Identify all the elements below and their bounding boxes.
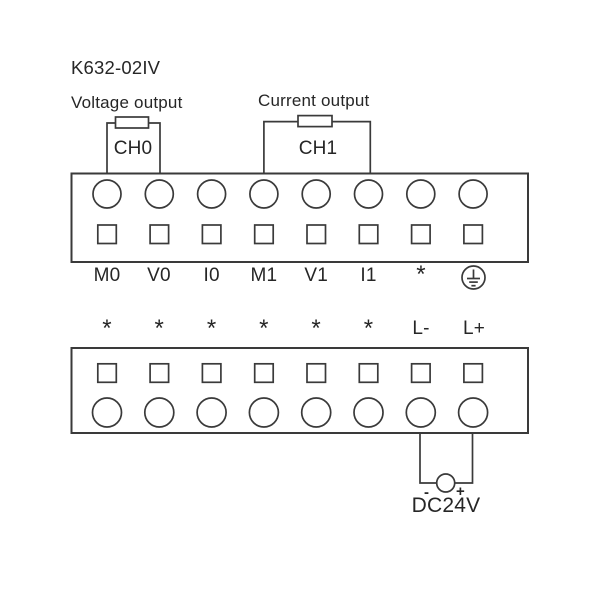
contact-square	[410, 362, 431, 384]
protective-earth-icon	[461, 265, 486, 290]
screw-terminal	[91, 397, 123, 428]
dc-plus-sign: +	[456, 483, 465, 500]
dc-source-circle-icon	[435, 473, 456, 493]
bottom-contact-row	[96, 362, 484, 384]
contact-square	[201, 224, 222, 245]
voltage-output-header: Voltage output	[71, 93, 183, 112]
screw-terminal	[92, 179, 122, 209]
ch1-label: CH1	[298, 138, 338, 159]
bottom-screw-terminal-row	[91, 397, 489, 428]
terminal-label-unused: *	[311, 315, 321, 342]
terminal-label-v1: V1	[304, 265, 329, 286]
screw-terminal	[300, 397, 332, 428]
resistor-load-icon	[297, 114, 333, 128]
terminal-label-unused: *	[416, 261, 426, 288]
contact-square	[306, 362, 327, 384]
screw-terminal	[143, 397, 175, 428]
terminal-label-l-minus: L-	[412, 318, 430, 339]
contact-square	[358, 224, 379, 245]
screw-terminal	[405, 397, 437, 428]
ch0-label: CH0	[113, 138, 153, 159]
bottom-terminal-block	[70, 347, 529, 434]
terminal-label-m0: M0	[93, 265, 121, 286]
contact-square	[96, 224, 118, 245]
terminal-label-unused: *	[154, 315, 165, 342]
terminal-label-unused: *	[259, 315, 269, 342]
contact-square	[96, 362, 118, 384]
page-title: K632-02IV	[71, 57, 161, 78]
screw-terminal	[248, 397, 280, 428]
screw-terminal	[301, 179, 332, 209]
contact-square	[358, 362, 379, 384]
contact-square	[253, 362, 275, 384]
contact-square	[306, 224, 327, 245]
terminal-label-l-plus: L+	[462, 318, 486, 339]
contact-square	[253, 224, 275, 245]
terminal-label-unused: *	[102, 315, 112, 342]
terminal-label-m1: M1	[250, 265, 278, 286]
current-output-header: Current output	[258, 91, 370, 110]
terminal-label-i1: I1	[360, 265, 377, 286]
contact-square	[410, 224, 431, 245]
screw-terminal	[196, 179, 227, 209]
screw-terminal	[405, 179, 436, 209]
dc24v-supply-wire	[419, 433, 474, 484]
contact-square	[149, 224, 170, 245]
screw-terminal	[144, 179, 175, 209]
screw-terminal	[353, 179, 384, 209]
contact-square	[463, 224, 484, 245]
screw-terminal	[249, 179, 279, 209]
terminal-label-unused: *	[363, 315, 374, 342]
contact-square	[201, 362, 222, 384]
screw-terminal	[457, 397, 489, 428]
terminal-label-unused: *	[206, 315, 217, 342]
terminal-label-v0: V0	[147, 265, 171, 286]
screw-terminal	[458, 179, 488, 209]
contact-square	[149, 362, 170, 384]
screw-terminal	[353, 397, 384, 428]
dc24v-label: DC24V	[411, 494, 481, 517]
top-terminal-block	[70, 172, 529, 263]
terminal-label-i0: I0	[203, 265, 220, 286]
resistor-load-icon	[114, 116, 150, 129]
top-contact-row	[96, 224, 484, 245]
contact-square	[463, 362, 484, 384]
screw-terminal	[196, 397, 227, 428]
top-screw-terminal-row	[92, 179, 488, 209]
dc-minus-sign: -	[424, 484, 430, 501]
